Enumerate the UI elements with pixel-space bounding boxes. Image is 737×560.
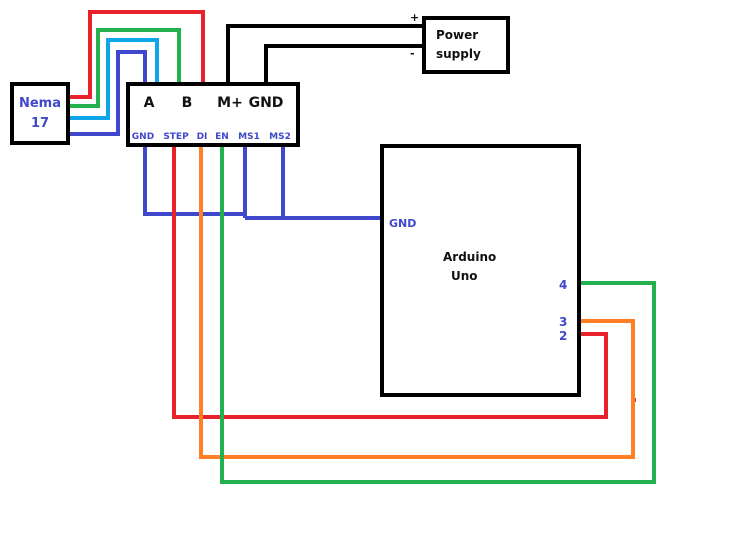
driver-pin-step: STEP	[163, 132, 189, 142]
motor-label-line2: 17	[31, 116, 49, 131]
power-supply-label-line2: supply	[436, 47, 481, 61]
arduino-label-line1: Arduino	[443, 250, 496, 264]
wire-green-motor-b	[68, 28, 181, 108]
driver-pin-gnd: GND	[132, 132, 154, 142]
driver-pin-di: DI	[197, 132, 208, 142]
arduino-box	[380, 144, 581, 397]
motor-box	[10, 82, 70, 145]
driver-pin-mplus: M+	[217, 95, 243, 111]
driver-pin-gnd-top: GND	[249, 95, 284, 111]
wire-lightblue-motor	[68, 38, 159, 120]
power-supply-minus: -	[410, 47, 415, 60]
driver-pin-a: A	[144, 95, 155, 111]
power-supply-plus: +	[410, 11, 419, 24]
arduino-label-line2: Uno	[451, 269, 478, 283]
motor-label-line1: Nema	[19, 96, 61, 111]
arduino-pin-4: 4	[559, 278, 567, 292]
wire-blue-motor	[68, 50, 147, 136]
wire-blue-gnd-bus	[143, 143, 245, 216]
arduino-pin-3: 3	[559, 315, 567, 329]
wire-green-en	[220, 143, 656, 484]
wire-black-mplus	[226, 24, 424, 86]
arduino-gnd-label: GND	[389, 217, 416, 230]
wire-red-motor-a	[68, 10, 205, 99]
wire-orange-dir	[199, 143, 635, 459]
power-supply-label-line1: Power	[436, 28, 478, 42]
power-supply-box	[422, 16, 510, 74]
arduino-pin-2: 2	[559, 329, 567, 343]
driver-pin-b: B	[182, 95, 193, 111]
wire-black-gnd	[264, 44, 424, 86]
driver-box	[126, 82, 300, 147]
wire-red-step	[172, 143, 608, 419]
driver-pin-en: EN	[215, 132, 229, 142]
driver-pin-ms2: MS2	[269, 132, 291, 142]
driver-pin-ms1: MS1	[238, 132, 260, 142]
